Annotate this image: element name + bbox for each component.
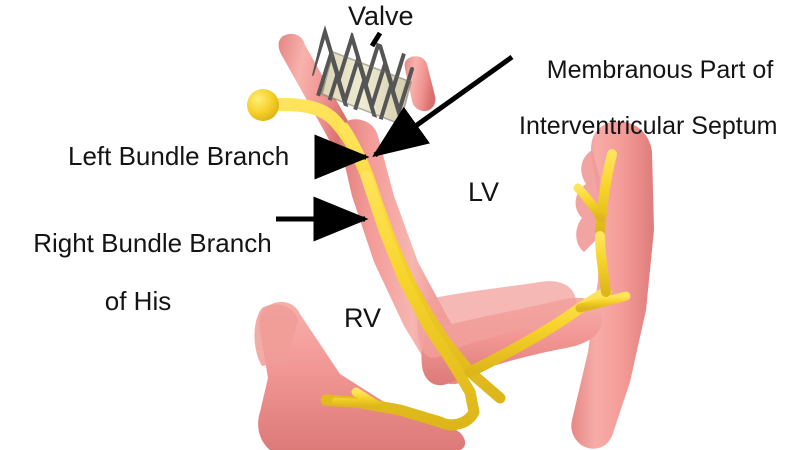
- valve-label: Valve: [348, 1, 414, 31]
- right-bundle-branch-label: Right Bundle Branch of His: [4, 200, 272, 375]
- membranous-septum-label-line2: Interventricular Septum: [519, 112, 778, 140]
- lv-lateral-wall: [571, 121, 654, 449]
- purkinje-lv-lateral-branch: [573, 183, 606, 223]
- right-bundle-branch-label-line1: Right Bundle Branch: [33, 228, 272, 259]
- av-node: [247, 89, 279, 121]
- rv-free-wall: [258, 301, 466, 450]
- valve-leader-line: [369, 31, 383, 48]
- stent-mesh: [310, 25, 414, 128]
- right-bundle-branch: [320, 170, 480, 431]
- membranous-septum-arrow: [372, 54, 514, 158]
- left-ventricle-label: LV: [468, 177, 500, 207]
- purkinje-rv-apex: [331, 387, 383, 411]
- transcatheter-valve: [310, 25, 414, 128]
- right-ventricle-label: RV: [344, 303, 382, 333]
- right-bundle-branch-label-line2: of His: [104, 286, 172, 317]
- purkinje-lv-lateral-stem: [595, 149, 617, 237]
- purkinje-lv-descending: [595, 231, 611, 297]
- septum-base-blend: [417, 281, 576, 358]
- purkinje-lv-posterior: [464, 286, 612, 378]
- purkinje-lv-branch-lower: [575, 291, 631, 313]
- membranous-septum-label-line1: Membranous Part of: [546, 56, 774, 84]
- left-bundle-branch-label: Left Bundle Branch: [68, 141, 290, 171]
- membranous-septum-label: Membranous Part of Interventricular Sept…: [519, 28, 777, 196]
- annotation-arrows: [276, 31, 514, 242]
- rv-apex-tip: [254, 304, 298, 366]
